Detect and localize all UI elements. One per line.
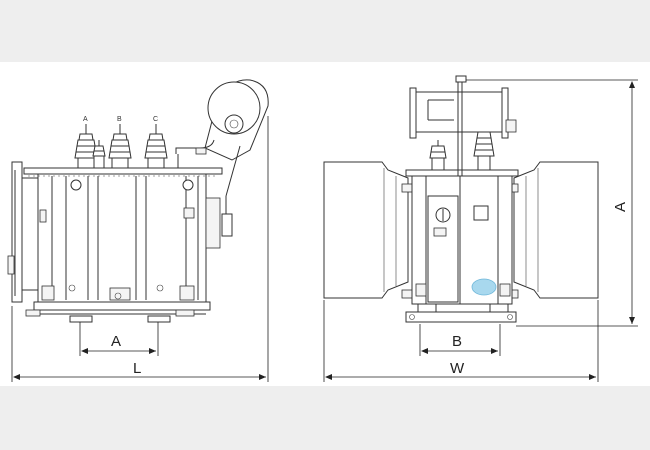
phase-label-b: B <box>117 116 122 123</box>
side-radiator-left <box>323 161 413 299</box>
bottom-margin <box>0 386 650 450</box>
bushing-a-lv <box>92 140 106 169</box>
side-bushing-right <box>473 124 495 171</box>
highlight-valve <box>471 278 497 296</box>
front-side-plate <box>7 161 38 303</box>
side-bushings <box>429 124 495 171</box>
dimension-b-label: B <box>452 333 462 350</box>
phase-label-c: C <box>153 116 158 123</box>
front-conservator <box>175 79 269 249</box>
side-base <box>405 303 517 323</box>
dimension-w-label: W <box>450 360 465 377</box>
side-conservator <box>409 75 517 176</box>
phase-label-a: A <box>83 116 88 123</box>
dimension-a-label: A <box>111 333 121 350</box>
dimension-height-a-label: A <box>612 202 629 212</box>
top-margin <box>0 0 650 62</box>
front-base <box>25 301 211 323</box>
bushing-c <box>144 124 168 169</box>
front-dimensions: L A <box>11 116 269 382</box>
bushing-b <box>108 124 132 169</box>
side-bushing-left <box>429 140 447 171</box>
bushing-a <box>74 124 98 169</box>
dimension-l-label: L <box>133 360 141 377</box>
side-radiator-right <box>507 161 599 299</box>
side-tank <box>405 169 519 305</box>
front-view: A B C <box>7 79 269 382</box>
side-view: W B A <box>323 75 638 382</box>
hv-bushings: A B C <box>74 116 168 169</box>
side-dimensions: W B A <box>323 79 638 382</box>
front-tank <box>23 167 223 303</box>
